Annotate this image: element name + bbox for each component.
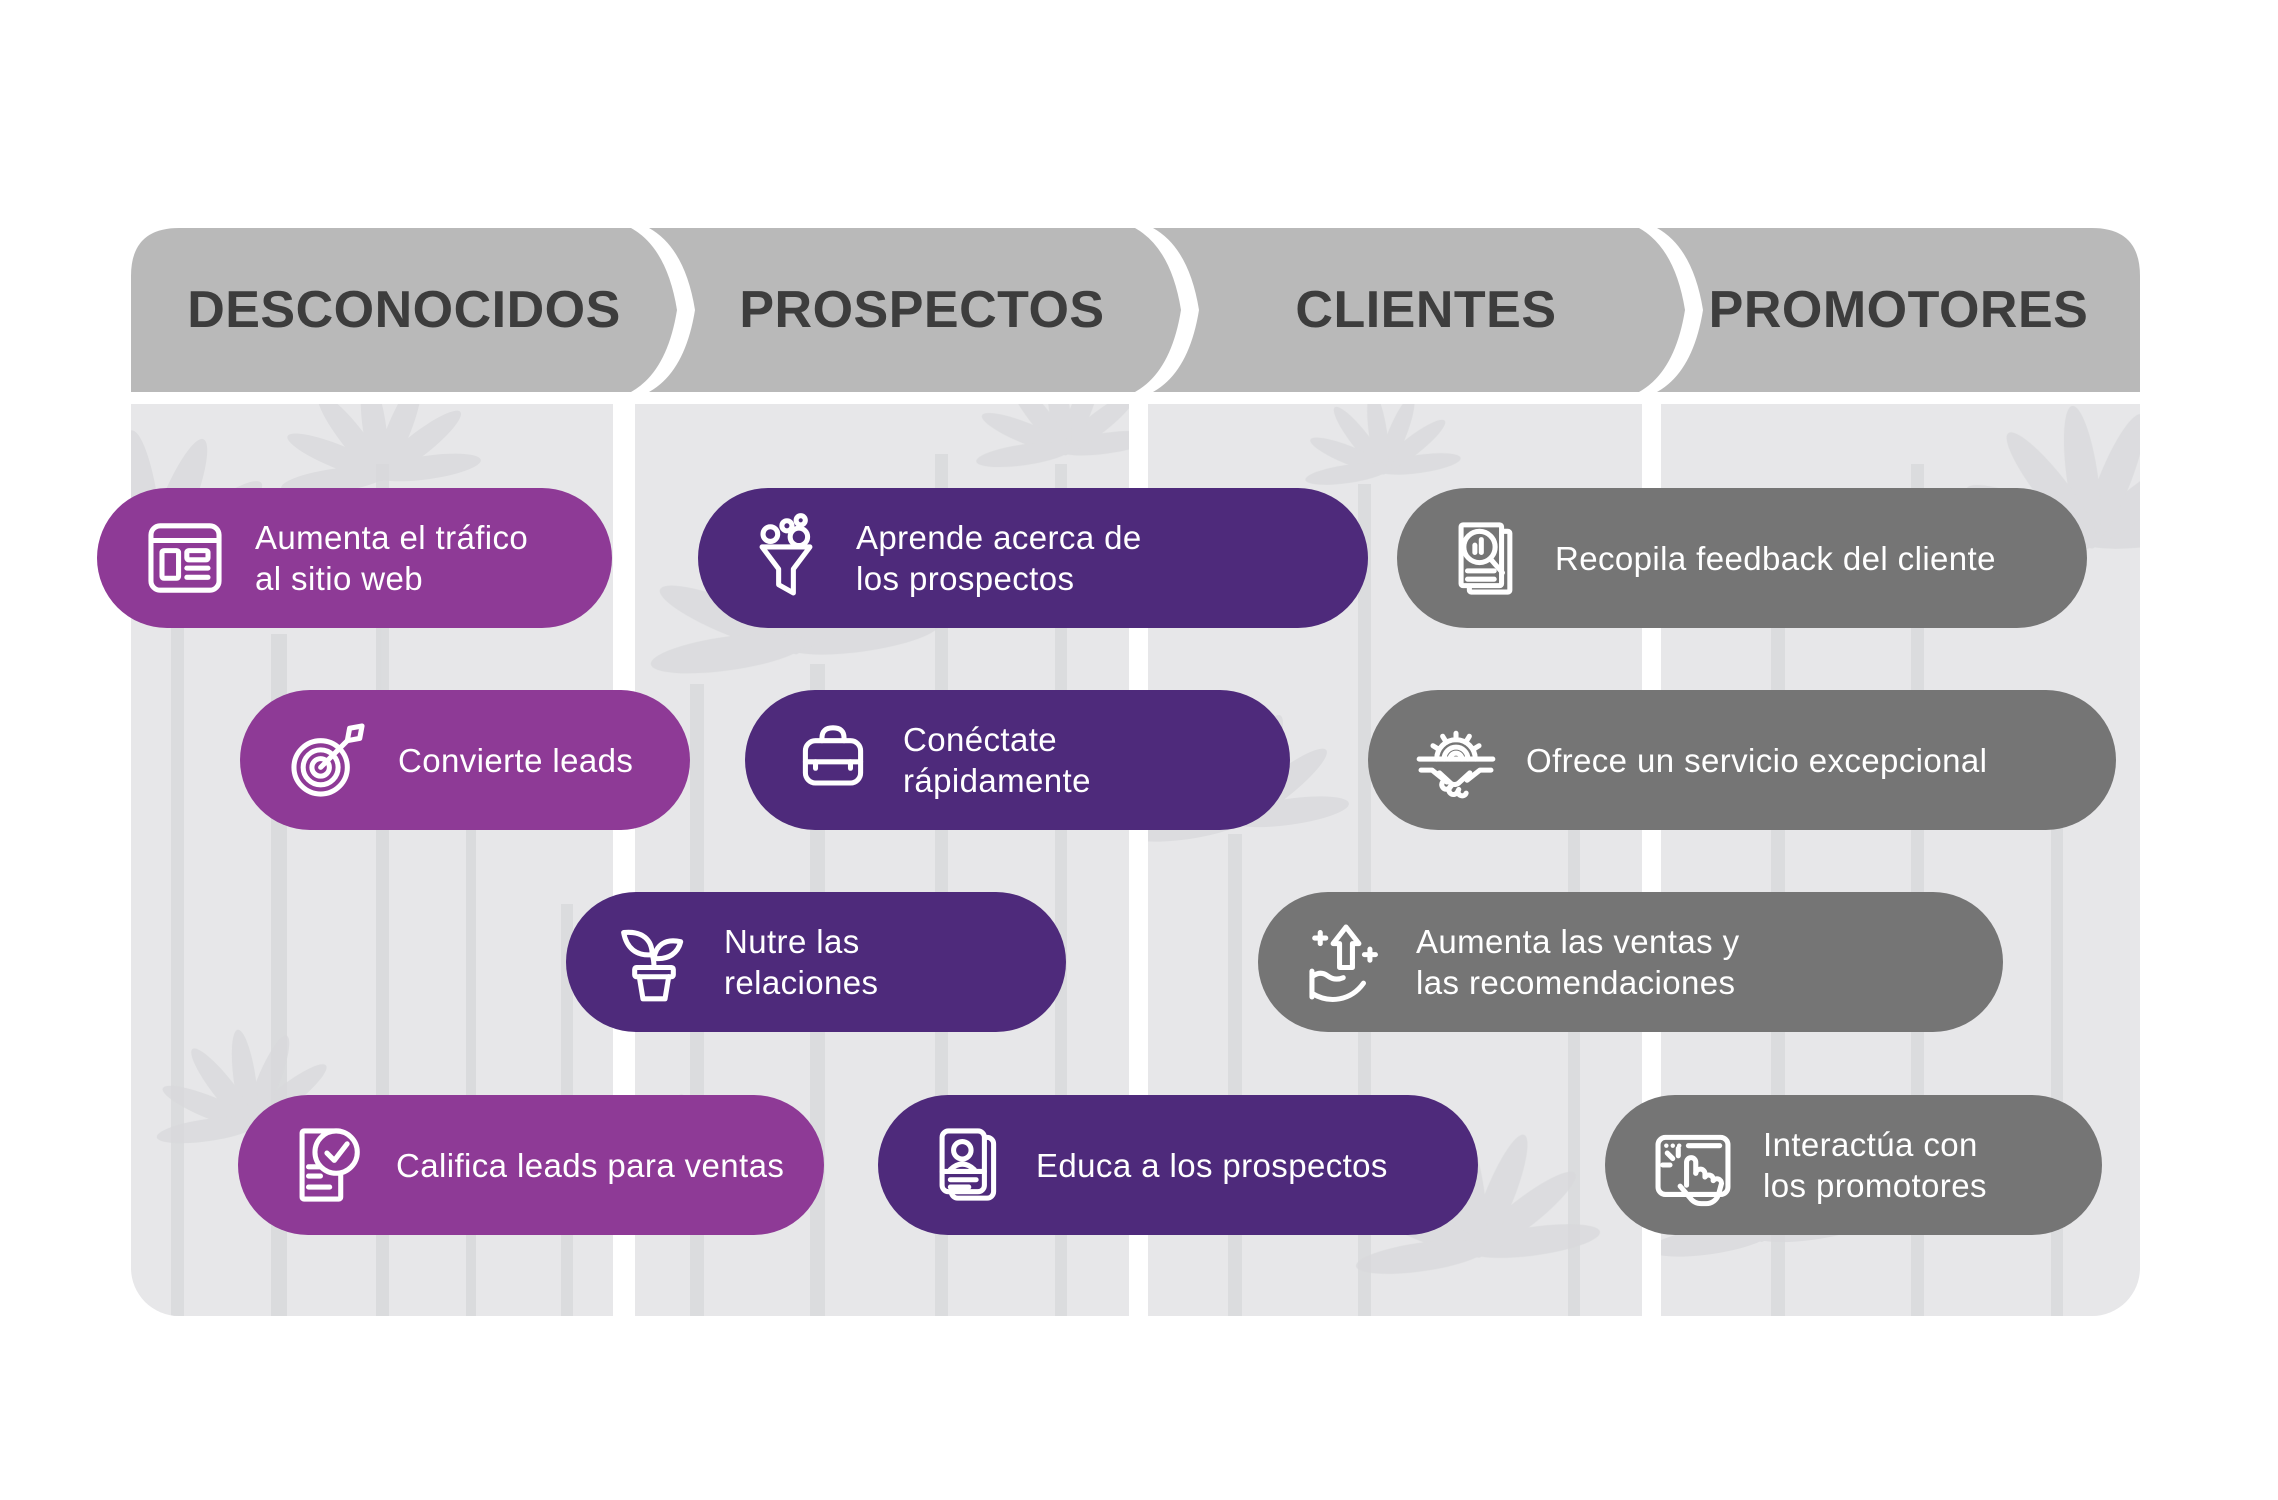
pill-label: Aumenta el tráfico al sitio web: [255, 519, 529, 597]
pill-label: Interactúa con los promotores: [1763, 1126, 1987, 1204]
pill-recopila-feedback: Recopila feedback del cliente: [1397, 488, 2087, 628]
stage-label: DESCONOCIDOS: [187, 281, 621, 339]
browser-click-icon: [1647, 1119, 1739, 1211]
pill-ofrece-servicio: Ofrece un servicio excepcional: [1368, 690, 2116, 830]
pill-label: Nutre las relaciones: [724, 923, 879, 1001]
pill-califica-leads: Califica leads para ventas: [238, 1095, 824, 1235]
stage-header-promotores: PROMOTORES: [1657, 228, 2140, 392]
stage-header-desconocidos: DESCONOCIDOS: [131, 228, 677, 392]
document-check-icon: [280, 1119, 372, 1211]
stage-shape-prospectos: [649, 228, 1181, 392]
pill-label: Recopila feedback del cliente: [1555, 539, 1996, 577]
pill-convierte-leads: Convierte leads: [240, 690, 690, 830]
stage-label: PROSPECTOS: [739, 281, 1105, 339]
contact-card-icon: [920, 1119, 1012, 1211]
funnel-icon: [740, 512, 832, 604]
report-magnifier-icon: [1439, 512, 1531, 604]
handshake-gear-icon: [1410, 714, 1502, 806]
stage-header-prospectos: PROSPECTOS: [649, 228, 1195, 392]
plant-icon: [608, 916, 700, 1008]
stage-header-clientes: CLIENTES: [1153, 228, 1699, 392]
webpage-icon: [139, 512, 231, 604]
pill-label: Califica leads para ventas: [396, 1146, 785, 1184]
pill-label: Educa a los prospectos: [1036, 1146, 1388, 1184]
pill-label: Aprende acerca de los prospectos: [856, 519, 1142, 597]
stage-shape-promotores: [1657, 228, 2140, 392]
target-arrow-icon: [282, 714, 374, 806]
pill-label: Ofrece un servicio excepcional: [1526, 741, 1988, 779]
pill-conectate-rapidamente: Conéctate rápidamente: [745, 690, 1290, 830]
pill-aumenta-ventas: Aumenta las ventas y las recomendaciones: [1258, 892, 2003, 1032]
stage-shape-desconocidos: [131, 228, 677, 392]
pill-aumenta-trafico: Aumenta el tráfico al sitio web: [97, 488, 612, 628]
pill-label: Conéctate rápidamente: [903, 721, 1091, 799]
pill-label: Convierte leads: [398, 741, 634, 779]
pill-aprende-prospectos: Aprende acerca de los prospectos: [698, 488, 1368, 628]
stage-chevron-bar: [131, 228, 2140, 392]
pill-interactua-promotores: Interactúa con los promotores: [1605, 1095, 2102, 1235]
pill-educa-prospectos: Educa a los prospectos: [878, 1095, 1478, 1235]
stage-label: PROMOTORES: [1708, 281, 2089, 339]
pill-label: Aumenta las ventas y las recomendaciones: [1416, 923, 1740, 1001]
pill-nutre-relaciones: Nutre las relaciones: [566, 892, 1066, 1032]
briefcase-icon: [787, 714, 879, 806]
stage-label: CLIENTES: [1295, 281, 1557, 339]
hand-growth-icon: [1300, 916, 1392, 1008]
stage-shape-clientes: [1153, 228, 1685, 392]
